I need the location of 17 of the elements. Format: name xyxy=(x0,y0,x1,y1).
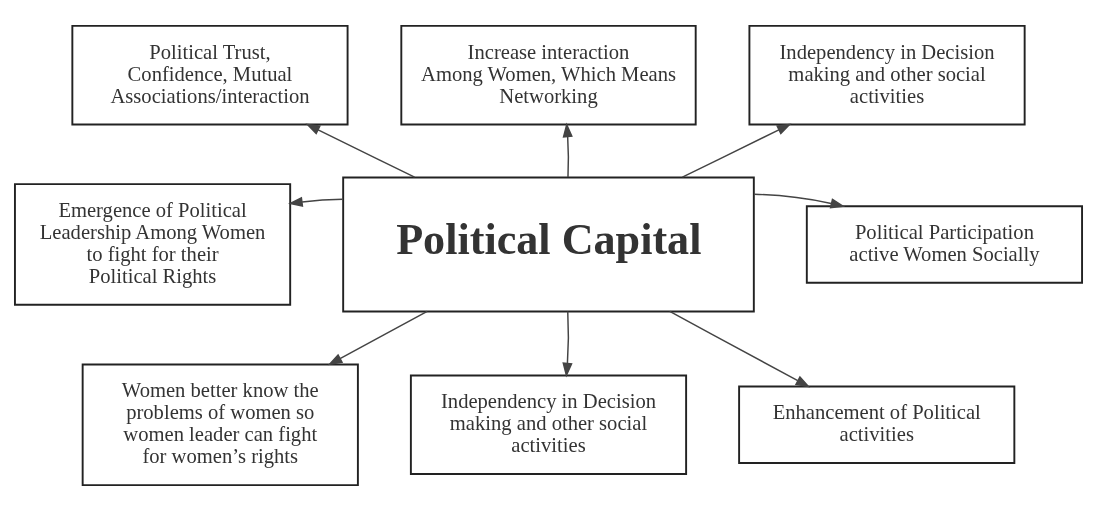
arrow xyxy=(562,310,573,378)
arrow xyxy=(753,193,846,209)
node-box: Enhancement of Political activities xyxy=(738,385,1016,464)
arrow xyxy=(305,123,416,178)
arrow xyxy=(562,122,573,178)
node-box: Women better know the problems of women so women leader can fight for women’s rights xyxy=(81,363,359,487)
node-box: Increase interaction Among Women, Which Means Networking xyxy=(400,24,697,126)
arrow xyxy=(669,310,811,388)
node-box: Political Trust, Confidence, Mutual Associations/interaction xyxy=(71,24,349,126)
node-box: Independency in Decision making and other social activities xyxy=(748,24,1026,126)
arrow xyxy=(288,196,344,207)
arrow xyxy=(327,310,428,366)
arrow xyxy=(681,123,792,178)
node-box: Political Participation active Women Socially xyxy=(805,205,1083,284)
node-box: Emergence of Political Leadership Among Women to fight for their Political Rights xyxy=(14,183,292,306)
node-box: Independency in Decision making and other social activities xyxy=(409,374,688,476)
node-box: Political Capital xyxy=(342,176,755,313)
